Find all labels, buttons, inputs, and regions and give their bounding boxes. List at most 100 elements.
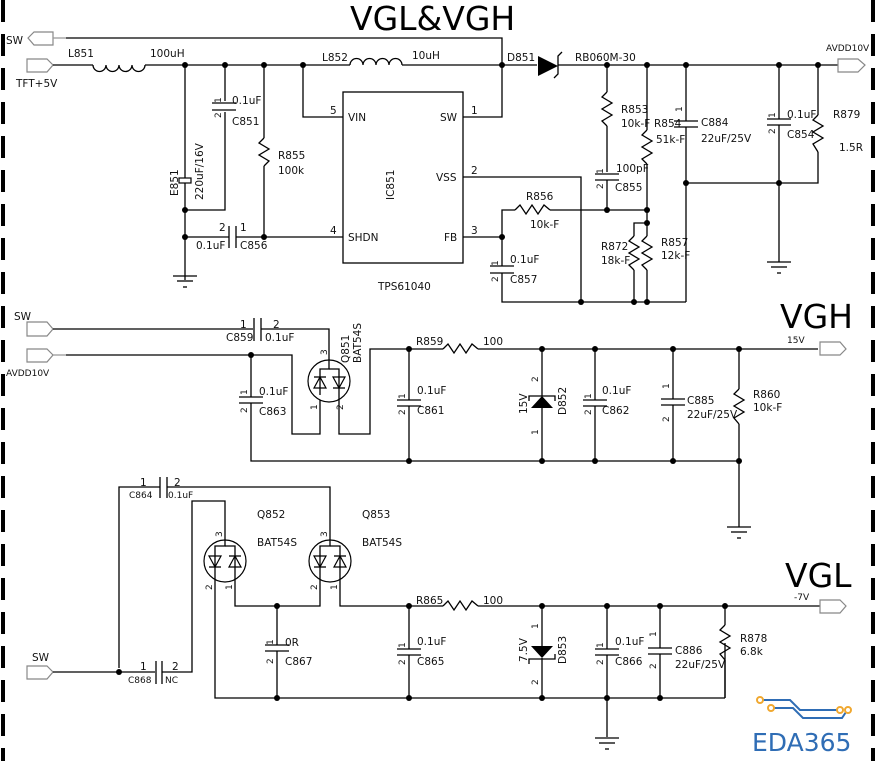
svg-text:1: 1 [398,393,408,399]
C865-value: 0.1uF [417,636,446,648]
R857-value: 12k-F [661,250,690,262]
svg-text:2: 2 [531,679,541,685]
diode-pair-Q851 [307,356,351,403]
D853-value: 7.5V [518,637,530,662]
C866-value: 0.1uF [615,636,644,648]
R856-value: 10k-F [530,219,559,231]
C868-value: NC [165,676,178,686]
ic-pin-fb: FB [444,232,457,244]
svg-text:3: 3 [471,225,478,237]
resistor-R855 [257,137,271,167]
D852-ref: D852 [557,387,569,415]
C859-value: 0.1uF [265,332,294,344]
eda365-logo-text: EDA365 [752,728,851,757]
ic-ref: IC851 [385,170,397,200]
svg-text:1: 1 [584,393,594,399]
svg-text:2: 2 [491,276,501,282]
port-sw-mid[interactable] [26,321,54,337]
inductor-L851 [92,64,146,73]
svg-text:2: 2 [662,416,672,422]
svg-text:1: 1 [140,661,147,673]
svg-text:2: 2 [768,128,778,134]
svg-text:1: 1 [531,623,541,629]
port-vgl-out[interactable] [819,599,847,614]
port-tft5v[interactable] [26,58,54,73]
C856-value: 0.1uF [196,240,225,252]
diode-pair-Q852 [203,539,247,586]
title-vgh: VGH [780,297,853,336]
port-avdd10v-out[interactable] [837,58,866,73]
port-sw-top[interactable] [27,31,54,46]
svg-text:3: 3 [320,349,330,355]
C884-value: 22uF/25V [701,133,752,145]
R859-value: 100 [483,336,503,348]
svg-text:2: 2 [596,659,606,665]
capacitor-C865 [397,648,421,656]
svg-text:1: 1 [240,319,247,331]
svg-text:1: 1 [531,429,541,435]
E851-value: 220uF/16V [194,142,206,200]
resistor-R853 [600,91,614,127]
R855-ref: R855 [278,150,305,162]
C886-ref: C886 [675,645,703,657]
svg-text:1: 1 [240,389,250,395]
R865-value: 100 [483,595,503,607]
svg-text:2: 2 [310,584,320,590]
capacitor-C866 [595,648,619,656]
resistor-R878 [718,624,732,661]
R855-value: 100k [278,165,305,177]
R853-value: 10k-F [621,118,650,130]
C863-ref: C863 [259,406,286,418]
svg-text:2: 2 [205,584,215,590]
R878-value: 6.8k [740,646,764,658]
port-vgl-out-label: -7V [794,593,810,603]
R856-ref: R856 [526,191,554,203]
C865-ref: C865 [417,656,444,668]
C867-value: 0R [285,637,299,649]
svg-text:1: 1 [330,584,340,590]
C866-ref: C866 [615,656,643,668]
resistor-R872 [627,235,641,271]
C859-ref: C859 [226,332,253,344]
ic-IC851 [342,91,464,264]
inductor-L852 [349,57,403,66]
C855-ref: C855 [615,182,642,194]
C855-value: 100pF [616,163,649,175]
L852-value: 10uH [412,50,440,62]
port-avdd10v-out-label: AVDD10V [826,44,870,54]
capacitor-C859 [253,318,262,341]
R857-ref: R857 [661,237,688,249]
C857-value: 0.1uF [510,254,539,266]
C867-ref: C867 [285,656,312,668]
R879-ref: R879 [833,109,860,121]
Q851-value: BAT54S [352,323,364,363]
resistor-R856 [514,203,551,216]
svg-text:2: 2 [240,407,250,413]
C886-value: 22uF/25V [675,659,726,671]
capacitor-C886 [648,647,672,655]
svg-text:2: 2 [649,663,659,669]
svg-text:2: 2 [531,376,541,382]
svg-text:2: 2 [398,659,408,665]
ic-pin-vin: VIN [348,112,366,124]
ic-pin-vss: VSS [436,172,457,184]
svg-text:2: 2 [596,183,606,189]
C864-ref: C864 [129,491,153,501]
svg-text:1: 1 [225,584,235,590]
svg-text:2: 2 [266,658,276,664]
port-vgh-out[interactable] [819,341,847,356]
R853-ref: R853 [621,104,648,116]
L851-ref: L851 [68,48,94,60]
resistor-R859 [442,342,479,355]
svg-text:5: 5 [330,105,337,117]
svg-text:1: 1 [596,642,606,648]
port-sw-bottom[interactable] [26,665,54,680]
port-avdd10v-in[interactable] [26,348,54,363]
C864-value: 0.1uF [168,491,193,501]
svg-text:1: 1 [240,222,247,234]
C854-value: 0.1uF [787,109,816,121]
svg-text:1: 1 [662,383,672,389]
Q853-ref: Q853 [362,509,390,521]
svg-text:1: 1 [398,642,408,648]
svg-text:1: 1 [596,168,606,174]
